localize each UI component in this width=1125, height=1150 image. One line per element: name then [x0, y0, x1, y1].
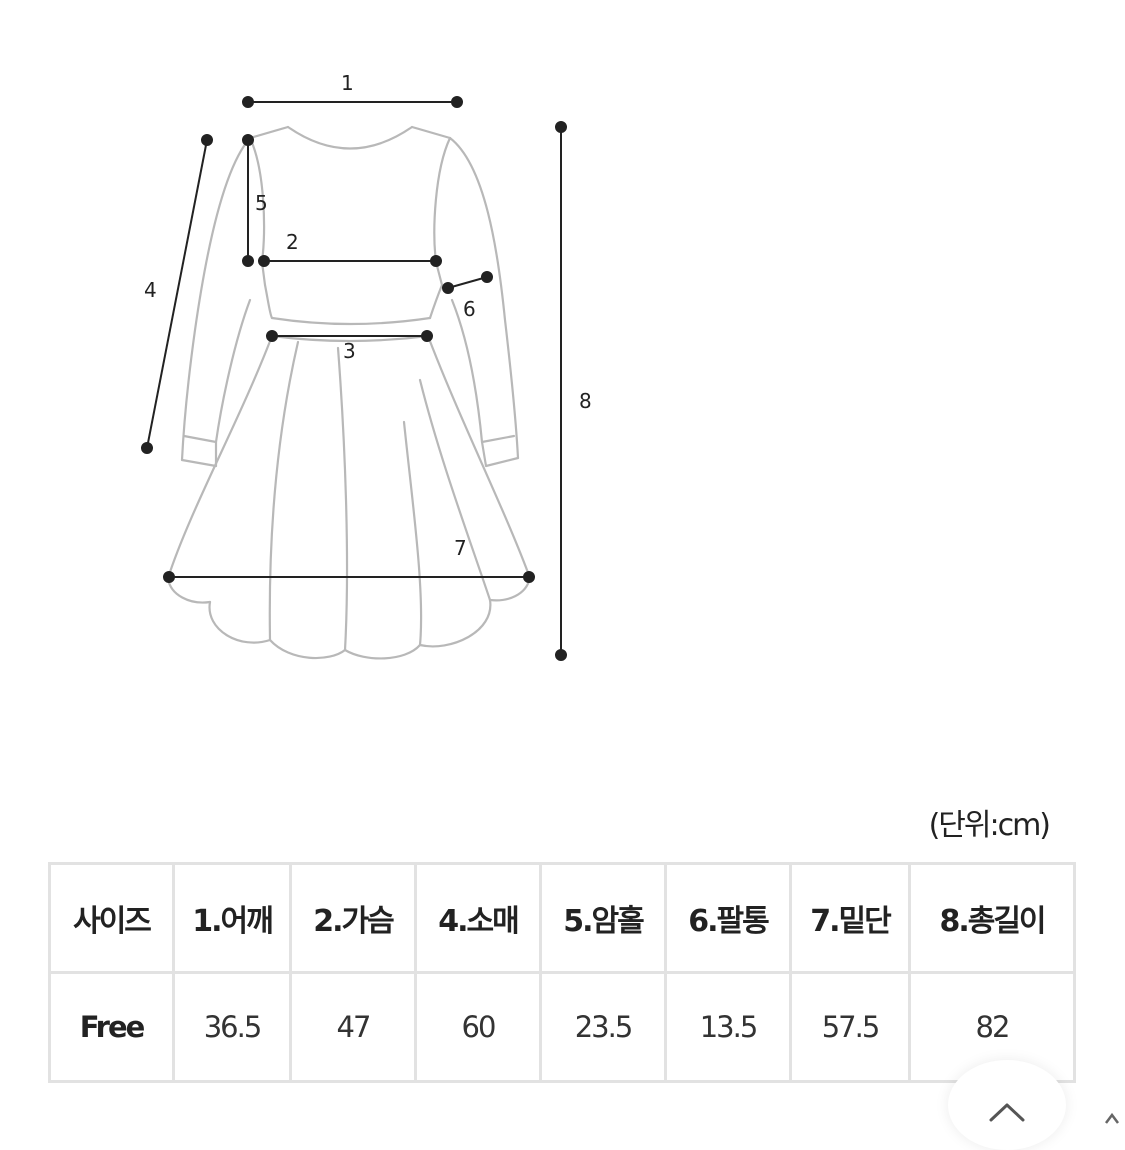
header-cell: 7.밑단: [789, 862, 911, 974]
label-sleeve: 4: [144, 278, 157, 302]
header-cell: 6.팔통: [664, 862, 792, 974]
scroll-to-top-button[interactable]: [948, 1060, 1066, 1150]
label-arm-width: 6: [463, 297, 476, 321]
value-cell: 36.5: [172, 971, 292, 1083]
corner-icon: [1100, 1105, 1125, 1125]
table-header-row: 사이즈 1.어깨 2.가슴 4.소매 5.암홀 6.팔통 7.밑단 8.총길이: [48, 862, 1076, 974]
label-hem: 7: [454, 536, 467, 560]
table-row: Free 36.5 47 60 23.5 13.5 57.5 82: [48, 971, 1076, 1083]
header-cell: 4.소매: [414, 862, 542, 974]
label-waist: 3: [343, 339, 356, 363]
header-cell: 5.암홀: [539, 862, 667, 974]
value-cell: 60: [414, 971, 542, 1083]
label-total-length: 8: [579, 389, 592, 413]
label-chest: 2: [286, 230, 299, 254]
header-cell: 사이즈: [48, 862, 175, 974]
label-armhole: 5: [255, 191, 268, 215]
header-cell: 8.총길이: [908, 862, 1076, 974]
dress-measurement-diagram: 1 2 3 4 5 6 7 8: [141, 71, 592, 661]
size-table: 사이즈 1.어깨 2.가슴 4.소매 5.암홀 6.팔통 7.밑단 8.총길이 …: [48, 862, 1076, 1083]
header-cell: 1.어깨: [172, 862, 292, 974]
value-cell: 57.5: [789, 971, 911, 1083]
dress-outline: [166, 125, 532, 660]
size-cell: Free: [48, 971, 175, 1083]
measurement-lines: [141, 96, 567, 661]
value-cell: 23.5: [539, 971, 667, 1083]
chevron-up-icon: [989, 1103, 1025, 1122]
value-cell: 13.5: [664, 971, 792, 1083]
label-shoulder: 1: [341, 71, 354, 95]
value-cell: 47: [289, 971, 417, 1083]
header-cell: 2.가슴: [289, 862, 417, 974]
unit-note: (단위:cm): [928, 808, 1051, 843]
